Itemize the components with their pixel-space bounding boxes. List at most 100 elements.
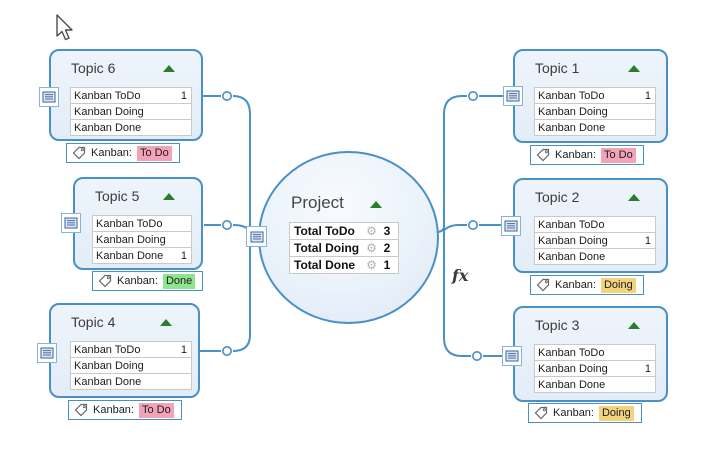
gear-icon[interactable]: ⚙ [366, 241, 377, 255]
kanban-row[interactable]: Kanban ToDo [534, 344, 656, 361]
row-label: Kanban Doing [74, 359, 144, 372]
tag-icon [534, 406, 548, 420]
kanban-tag-topic-4[interactable]: Kanban: To Do [68, 400, 182, 420]
tag-status-value: To Do [136, 145, 172, 161]
kanban-row[interactable]: Kanban Doing [70, 357, 192, 374]
tag-icon [74, 403, 88, 417]
notes-icon[interactable] [501, 216, 521, 236]
collapse-arrow-icon[interactable] [628, 321, 640, 329]
kanban-row[interactable]: Kanban Done 1 [92, 247, 192, 264]
row-label: Kanban Doing [538, 105, 608, 118]
row-value: 1 [180, 249, 187, 262]
notes-icon[interactable] [502, 346, 522, 366]
notes-icon[interactable] [503, 86, 523, 106]
kanban-row[interactable]: Kanban Doing [70, 103, 192, 120]
topic-title[interactable]: Topic 4 [71, 314, 116, 330]
tag-icon [98, 274, 112, 288]
kanban-row[interactable]: Kanban Doing [92, 231, 192, 248]
row-value: 1 [180, 343, 187, 356]
collapse-handle[interactable] [222, 220, 233, 231]
row-label: Kanban ToDo [538, 346, 605, 359]
row-label: Kanban Done [96, 249, 164, 262]
notes-icon[interactable] [39, 87, 59, 107]
topic-title[interactable]: Topic 1 [535, 60, 580, 76]
total-row[interactable]: Total Doing ⚙ 2 [289, 239, 399, 257]
collapse-handle[interactable] [471, 350, 482, 361]
collapse-arrow-icon[interactable] [160, 318, 172, 326]
tag-label: Kanban: [553, 407, 594, 419]
row-label: Kanban Done [74, 121, 142, 134]
row-label: Kanban Done [538, 378, 606, 391]
collapse-arrow-icon[interactable] [370, 201, 382, 208]
topic-title[interactable]: Topic 3 [535, 317, 580, 333]
kanban-row[interactable]: Kanban Doing 1 [534, 232, 656, 249]
kanban-tag-topic-5[interactable]: Kanban: Done [92, 271, 204, 291]
tag-label: Kanban: [117, 275, 158, 287]
row-value: 1 [180, 89, 187, 102]
kanban-row[interactable]: Kanban Done [70, 373, 192, 390]
connector-left-trunk [232, 95, 251, 352]
collapse-arrow-icon[interactable] [163, 192, 175, 200]
collapse-arrow-icon[interactable] [628, 64, 640, 72]
kanban-tag-topic-2[interactable]: Kanban: Doing [530, 275, 644, 295]
kanban-row[interactable]: Kanban Doing 1 [534, 360, 656, 377]
row-label: Kanban ToDo [96, 217, 163, 230]
kanban-row[interactable]: Kanban ToDo 1 [70, 87, 192, 104]
total-row[interactable]: Total Done ⚙ 1 [289, 256, 399, 274]
kanban-row[interactable]: Kanban Done [534, 119, 656, 136]
gear-icon[interactable]: ⚙ [366, 224, 377, 238]
topic-title[interactable]: Topic 2 [535, 189, 580, 205]
project-totals-table: Total ToDo ⚙ 3 Total Doing ⚙ 2 Total Don… [289, 222, 399, 274]
collapse-handle[interactable] [467, 91, 478, 102]
topic-box-topic-6[interactable]: Topic 6 Kanban ToDo 1 Kanban Doing Kanba… [49, 49, 203, 141]
kanban-tag-topic-1[interactable]: Kanban: To Do [530, 145, 644, 165]
row-value: 3 [383, 224, 391, 238]
topic-box-project[interactable]: Project Total ToDo ⚙ 3 Total Doing ⚙ 2 T… [258, 151, 439, 324]
kanban-row[interactable]: Kanban Done [534, 248, 656, 265]
topic-box-topic-2[interactable]: Topic 2 Kanban ToDo Kanban Doing 1 Kanba… [513, 178, 668, 273]
notes-list-glyph [505, 350, 519, 362]
kanban-row[interactable]: Kanban ToDo 1 [70, 341, 192, 358]
kanban-tag-topic-3[interactable]: Kanban: Doing [528, 403, 642, 423]
kanban-row[interactable]: Kanban ToDo [534, 216, 656, 233]
topic-box-topic-3[interactable]: Topic 3 Kanban ToDo Kanban Doing 1 Kanba… [513, 306, 668, 402]
row-value: 1 [644, 234, 651, 247]
tag-label: Kanban: [93, 404, 134, 416]
kanban-row[interactable]: Kanban Doing [534, 103, 656, 120]
row-label: Kanban Doing [74, 105, 144, 118]
row-label: Kanban Doing [538, 362, 608, 375]
tag-label: Kanban: [555, 279, 596, 291]
total-row[interactable]: Total ToDo ⚙ 3 [289, 222, 399, 240]
kanban-tag-topic-6[interactable]: Kanban: To Do [66, 143, 180, 163]
collapse-handle[interactable] [467, 220, 478, 231]
notes-icon[interactable] [246, 226, 267, 247]
topic-box-topic-4[interactable]: Topic 4 Kanban ToDo 1 Kanban Doing Kanba… [49, 303, 200, 398]
notes-list-glyph [504, 220, 518, 232]
gear-icon[interactable]: ⚙ [366, 258, 377, 272]
notes-icon[interactable] [37, 343, 57, 363]
kanban-row[interactable]: Kanban ToDo 1 [534, 87, 656, 104]
kanban-row[interactable]: Kanban Done [534, 376, 656, 393]
notes-list-glyph [506, 90, 520, 102]
notes-icon[interactable] [61, 213, 81, 233]
topic-title[interactable]: Topic 5 [95, 188, 140, 204]
topic-title[interactable]: Project [291, 193, 344, 212]
collapse-handle[interactable] [222, 345, 233, 356]
row-label: Total ToDo [294, 224, 355, 238]
topic-box-topic-5[interactable]: Topic 5 Kanban ToDo Kanban Doing Kanban … [73, 177, 203, 270]
collapse-arrow-icon[interactable] [163, 64, 175, 72]
kanban-row[interactable]: Kanban Done [70, 119, 192, 136]
topic-box-topic-1[interactable]: Topic 1 Kanban ToDo 1 Kanban Doing Kanba… [513, 49, 668, 143]
row-label: Kanban Doing [538, 234, 608, 247]
topic-title[interactable]: Topic 6 [71, 60, 116, 76]
notes-list-glyph [42, 91, 56, 103]
notes-list-glyph [64, 217, 78, 229]
connector-topic2-to-trunk [443, 224, 467, 231]
collapse-arrow-icon[interactable] [628, 193, 640, 201]
collapse-handle[interactable] [222, 91, 233, 102]
connector-right-trunk [443, 95, 471, 357]
kanban-row[interactable]: Kanban ToDo [92, 215, 192, 232]
tag-status-value: Doing [600, 277, 636, 293]
row-label: Kanban Doing [96, 233, 166, 246]
